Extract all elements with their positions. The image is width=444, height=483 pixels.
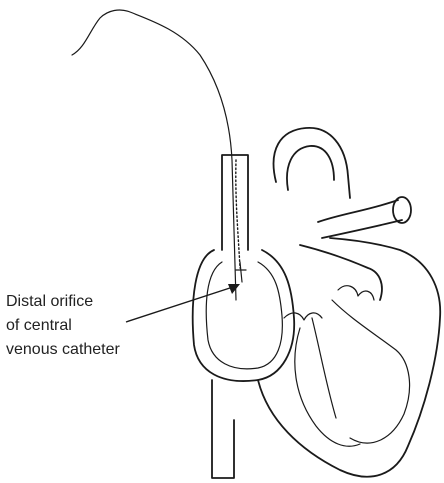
tricuspid-valve xyxy=(284,313,322,320)
inferior-vena-cava xyxy=(212,380,234,478)
label-line-2: of central xyxy=(6,317,72,334)
left-ventricle-inner xyxy=(332,300,410,443)
right-atrium-inner xyxy=(206,262,282,369)
label-line-3: venous catheter xyxy=(6,341,121,358)
catheter-dotted-path xyxy=(236,160,240,268)
aorta xyxy=(274,128,350,198)
catheter-label: Distal orifice of central venous cathete… xyxy=(6,293,121,358)
pulmonary-artery xyxy=(318,200,402,238)
vena-cava-tube xyxy=(222,155,248,250)
pointer-line xyxy=(126,286,236,322)
catheter-wire xyxy=(72,10,236,300)
interventricular-septum xyxy=(312,318,336,418)
catheter-tip xyxy=(236,262,246,282)
mitral-valve xyxy=(338,286,374,300)
label-line-1: Distal orifice xyxy=(6,293,93,310)
pointer-arrowhead xyxy=(228,284,240,294)
